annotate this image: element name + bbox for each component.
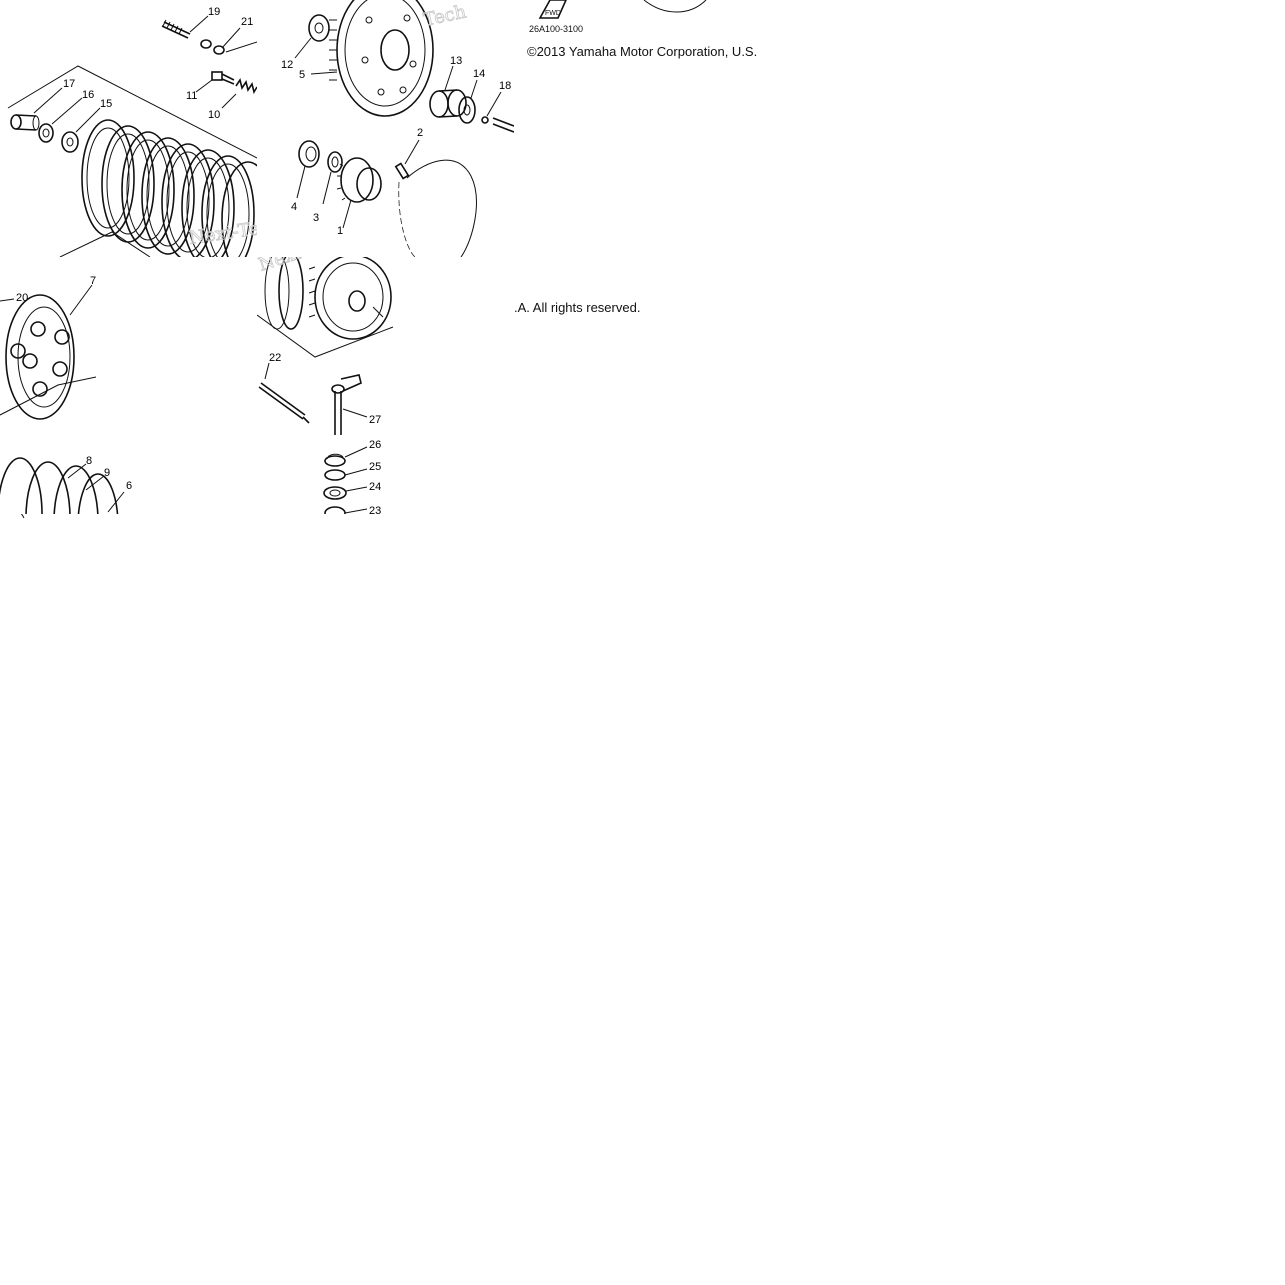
- callout-13: 13: [450, 55, 462, 67]
- nut-21-drawing: [200, 27, 257, 55]
- bearing-4-drawing: [296, 140, 320, 199]
- diagram-tile-plates: 19 21 11 10 17: [0, 0, 257, 257]
- key-2-drawing: [394, 139, 420, 180]
- callout-4: 4: [291, 201, 297, 213]
- washer-25-drawing: [324, 468, 368, 481]
- spring-10-drawing: [221, 78, 257, 109]
- callout-20: 20: [16, 292, 28, 304]
- callout-6: 6: [126, 480, 132, 492]
- callout-26: 26: [369, 439, 381, 451]
- callout-9: 9: [104, 467, 110, 479]
- fwd-label: FWD: [545, 10, 561, 17]
- callout-18: 18: [499, 80, 511, 92]
- callout-22: 22: [269, 352, 281, 364]
- clutch-hub-drawing: 22 27 26 25 24: [257, 257, 394, 514]
- bolt-19-drawing: [161, 15, 209, 39]
- callout-19: 19: [208, 6, 220, 18]
- washer-12-drawing: [294, 14, 330, 59]
- copyright-bottom: .A. All rights reserved.: [514, 300, 641, 315]
- callout-15: 15: [100, 98, 112, 110]
- push-rod-17-drawing: [10, 87, 63, 131]
- clutch-housing-drawing: 12 5 13 14: [281, 0, 514, 257]
- diagram-code: 26A100-3100: [529, 24, 584, 34]
- pressure-plate-drawing: 20 7: [0, 275, 96, 420]
- callout-25: 25: [369, 461, 381, 473]
- bearing-16-drawing: [38, 97, 83, 143]
- push-rod-22-drawing: [258, 362, 310, 424]
- callout-12: 12: [281, 59, 293, 71]
- callout-5: 5: [299, 69, 305, 81]
- gear-1-drawing: [336, 157, 382, 229]
- callout-7: 7: [90, 275, 96, 287]
- fwd-arrow-icon: FWD: [538, 0, 567, 19]
- callout-16: 16: [82, 89, 94, 101]
- bolt-11-drawing: [195, 71, 235, 93]
- callout-24: 24: [369, 481, 381, 493]
- copyright-top: ©2013 Yamaha Motor Corporation, U.S.: [527, 44, 758, 59]
- diagram-tile-info: FWD 26A100-3100 ©2013 Yamaha Motor Corpo…: [514, 0, 771, 257]
- callout-3: 3: [313, 212, 319, 224]
- clutch-boss-drawing: [264, 257, 392, 340]
- bearing-23-drawing: [324, 506, 368, 514]
- callout-2: 2: [417, 127, 423, 139]
- pressure-plate-7-drawing: [5, 284, 93, 420]
- diagram-tile-plates-8-9-6: 8 9 6: [0, 440, 257, 514]
- callout-21: 21: [241, 16, 253, 28]
- clutch-plates-drawing: 19 21 11 10 17: [7, 6, 257, 257]
- callout-23: 23: [369, 505, 381, 514]
- diagram-tile-housing: 12 5 13 14: [257, 0, 514, 257]
- callout-17: 17: [63, 78, 75, 90]
- spring-26-drawing: [324, 446, 368, 467]
- push-lever-27-drawing: [331, 374, 368, 435]
- info-drawing: FWD: [538, 0, 707, 19]
- callout-1: 1: [337, 225, 343, 237]
- friction-plate-stack: [81, 119, 257, 257]
- diagram-tile-hub: 22 27 26 25 24: [257, 257, 514, 514]
- watermark-text-2: Tech: [422, 1, 469, 31]
- diagram-tile-lower-plates: [0, 514, 257, 544]
- callout-27: 27: [369, 414, 381, 426]
- plates-8-9-6-drawing: 8 9 6: [0, 455, 132, 514]
- callout-11: 11: [186, 90, 197, 102]
- washer-3-drawing: [322, 151, 343, 205]
- washer-15-drawing: [61, 107, 101, 153]
- washer-14-drawing: [458, 79, 478, 124]
- lower-plates-drawing: [20, 514, 25, 519]
- diagram-tile-pressure-plate: 20 7: [0, 257, 257, 514]
- clutch-housing-5-drawing: [310, 0, 434, 117]
- ball-18-drawing: [481, 91, 514, 133]
- callout-14: 14: [473, 68, 485, 80]
- callout-10: 10: [208, 109, 220, 121]
- sleeve-13-drawing: [429, 65, 467, 118]
- diagram-tile-footer: .A. All rights reserved.: [514, 257, 771, 514]
- callout-8: 8: [86, 455, 92, 467]
- oil-seal-24-drawing: [323, 486, 368, 500]
